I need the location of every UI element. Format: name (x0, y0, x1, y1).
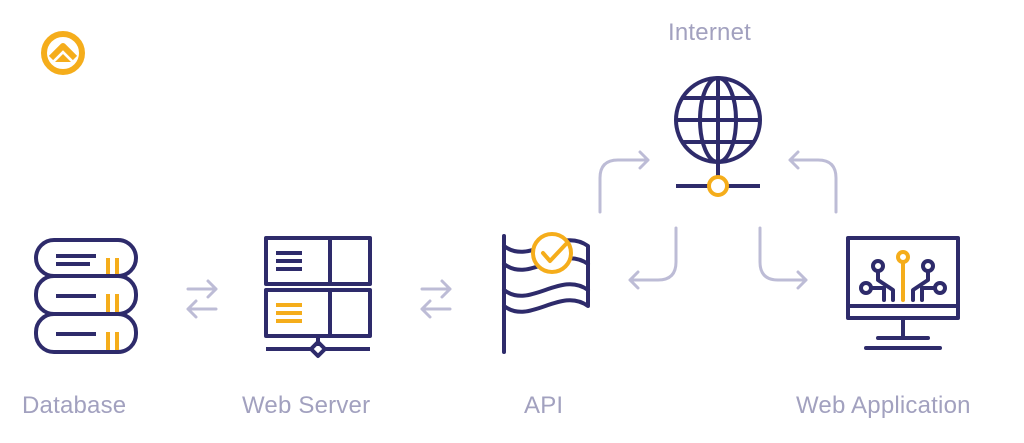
server-icon (264, 236, 372, 358)
sync-arrows-database-server (186, 279, 218, 319)
arrow-internet-to-webapp (758, 226, 808, 290)
arrow-api-to-internet (598, 150, 650, 214)
web-server-label: Web Server (242, 392, 371, 419)
api-label: API (524, 392, 564, 419)
database-icon (34, 238, 138, 354)
arrow-webapp-to-internet (788, 150, 838, 214)
api-flag-icon (502, 232, 590, 354)
sync-arrows-server-api (420, 279, 452, 319)
arrow-internet-to-api (628, 226, 678, 290)
web-application-label: Web Application (796, 392, 971, 419)
monitor-circuit-icon (846, 236, 960, 350)
globe-icon (674, 76, 762, 197)
logo-icon (41, 31, 85, 75)
database-label: Database (22, 392, 127, 419)
internet-label: Internet (668, 19, 751, 46)
